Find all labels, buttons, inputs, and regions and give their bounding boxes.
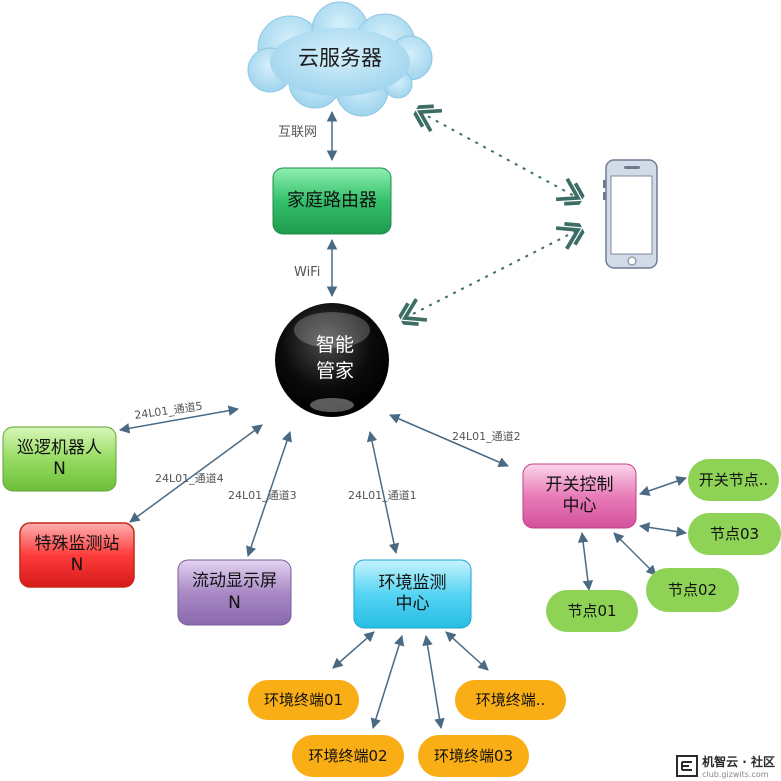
hub-ball[interactable]	[275, 303, 389, 417]
hub-monitor-station-link	[129, 424, 263, 523]
channel5-label: 24L01_通道5	[133, 399, 203, 422]
wifi-link-label: WiFi	[294, 265, 320, 280]
channel4-label: 24L01_通道4	[155, 471, 224, 485]
env-terminal-link-2	[370, 634, 405, 730]
watermark-sub: club.gizwits.com	[702, 770, 769, 779]
switch-center-label-line2: 中心	[562, 496, 597, 516]
watermark: 机智云 · 社区 club.gizwits.com	[676, 753, 775, 779]
cloud-server-label: 云服务器	[298, 46, 382, 70]
robot-count: N	[53, 459, 66, 479]
hub-env-center-link	[366, 430, 400, 555]
channel1-label: 24L01_通道1	[348, 488, 417, 502]
env-center-box[interactable]	[353, 559, 472, 629]
env-terminal-link-3	[422, 634, 445, 730]
router-label: 家庭路由器	[287, 189, 377, 211]
channel3-label: 24L01_通道3	[228, 488, 297, 502]
monitor-station-label: 特殊监测站	[34, 533, 120, 554]
switch-center-node: 开关控制 中心	[523, 464, 636, 528]
gizwits-logo-icon	[676, 755, 699, 777]
monitor-station-box[interactable]	[19, 522, 135, 588]
switch-node-link-3	[613, 532, 657, 576]
internet-link-label: 互联网	[278, 125, 317, 140]
display-label: 流动显示屏	[192, 571, 277, 592]
env-center-node: 环境监测 中心	[354, 560, 471, 628]
phone-icon	[603, 159, 658, 269]
watermark-main: 机智云 · 社区	[702, 755, 775, 769]
hub-label-line2: 管家	[315, 359, 354, 382]
display-count: N	[228, 592, 241, 613]
display-node: 流动显示屏 N	[178, 560, 291, 625]
robot-box[interactable]	[2, 426, 117, 492]
monitor-station-count: N	[70, 555, 84, 575]
env-terminal-02[interactable]: 环境终端02	[292, 735, 404, 777]
watermark-text: 机智云 · 社区 club.gizwits.com	[702, 753, 775, 779]
switch-node-link-2	[638, 522, 688, 537]
channel2-label: 24L01_通道2	[452, 429, 521, 443]
env-terminal-03[interactable]: 环境终端03	[418, 735, 529, 777]
switch-node-03[interactable]: 节点03	[688, 513, 781, 555]
env-terminal-link-4	[445, 631, 489, 671]
switch-center-box[interactable]	[522, 463, 637, 529]
switch-node-more[interactable]: 开关节点..	[688, 459, 779, 501]
hub-switch-center-link	[389, 413, 509, 468]
switch-node-link-1	[639, 476, 687, 496]
hub-phone-link	[405, 230, 578, 318]
env-center-label-line2: 中心	[395, 594, 430, 614]
env-terminal-01[interactable]: 环境终端01	[248, 680, 359, 720]
env-terminal-more[interactable]: 环境终端..	[455, 680, 566, 720]
robot-node: 巡逻机器人 N	[3, 427, 116, 491]
switch-node-02[interactable]: 节点02	[646, 568, 739, 612]
hub-label-line1: 智能	[315, 334, 354, 356]
robot-label: 巡逻机器人	[17, 437, 102, 458]
switch-node-link-4	[577, 531, 594, 592]
monitor-station-node: 特殊监测站 N	[20, 523, 134, 587]
switch-node-01[interactable]: 节点01	[546, 590, 638, 632]
cloud-server-shape[interactable]	[247, 1, 433, 117]
switch-center-label-line1: 开关控制	[545, 474, 614, 495]
router-node: 家庭路由器	[273, 168, 391, 234]
env-terminal-link-1	[332, 631, 375, 669]
hub-label: 智能 管家	[295, 333, 375, 384]
cloud-phone-link	[420, 112, 578, 198]
router-box[interactable]	[272, 167, 392, 235]
hub-display-link	[246, 431, 292, 557]
env-center-label-line1: 环境监测	[378, 572, 447, 593]
display-box[interactable]	[177, 559, 292, 626]
